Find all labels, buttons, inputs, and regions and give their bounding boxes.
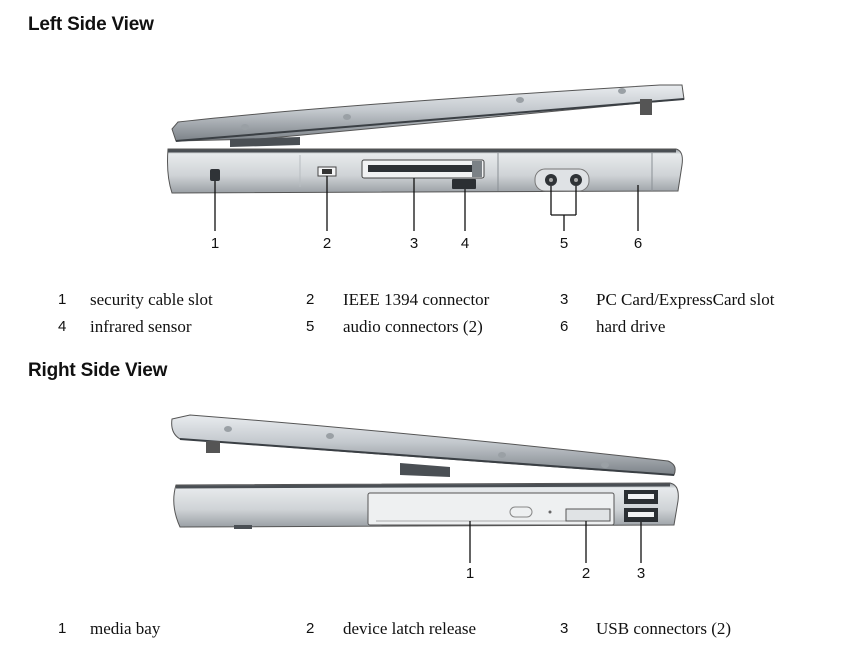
- legend-num: 4: [58, 318, 67, 335]
- laptop-lid: [171, 84, 685, 147]
- legend-label: infrared sensor: [90, 317, 192, 336]
- legend-num: 3: [560, 620, 569, 637]
- callout-numbers: 1 2 3: [466, 565, 645, 582]
- left-legend-row-1: 1 security cable slot 2 IEEE 1394 connec…: [0, 290, 842, 312]
- callout-5: 5: [560, 235, 568, 252]
- legend-label: USB connectors (2): [596, 619, 732, 638]
- right-legend-row-1: 1 media bay 2 device latch release 3 USB…: [0, 619, 842, 641]
- callout-1: 1: [211, 235, 219, 252]
- media-bay-shape: [367, 492, 615, 526]
- callout-3: 3: [637, 565, 645, 582]
- legend-label: IEEE 1394 connector: [343, 290, 490, 309]
- legend-num: 2: [306, 620, 315, 637]
- laptop-lid: [171, 414, 676, 477]
- lid-latch: [640, 99, 652, 115]
- legend-num: 2: [306, 291, 315, 308]
- callout-1: 1: [466, 565, 474, 582]
- callout-3: 3: [410, 235, 418, 252]
- callout-leaders: [469, 521, 642, 563]
- callout-4: 4: [461, 235, 469, 252]
- legend-label: security cable slot: [90, 290, 213, 309]
- left-legend-row-2: 4 infrared sensor 5 audio connectors (2)…: [0, 317, 842, 339]
- legend-label: audio connectors (2): [343, 317, 483, 336]
- usb-ports-shape: [624, 490, 658, 522]
- legend-label: media bay: [90, 619, 161, 638]
- ir-sensor-shape: [452, 179, 476, 189]
- legend-num: 1: [58, 291, 67, 308]
- hinge: [230, 137, 300, 147]
- right-side-view-title: Right Side View: [28, 360, 168, 381]
- legend-label: device latch release: [343, 619, 477, 638]
- latch-release-shape: [565, 508, 611, 522]
- laptop-base: [167, 148, 683, 194]
- callout-numbers: 1 2 3 4 5 6: [211, 235, 642, 252]
- callout-6: 6: [634, 235, 642, 252]
- callout-2: 2: [323, 235, 331, 252]
- callout-2: 2: [582, 565, 590, 582]
- legend-num: 1: [58, 620, 67, 637]
- legend-num: 3: [560, 291, 569, 308]
- security-slot-shape: [210, 169, 220, 181]
- callout-leaders: [214, 176, 639, 231]
- lid-latch: [206, 441, 220, 453]
- legend-label: hard drive: [596, 317, 666, 336]
- left-side-view-title: Left Side View: [28, 14, 154, 35]
- left-side-laptop-illustration: 1 2 3 4 5 6: [167, 84, 685, 252]
- legend-num: 5: [306, 318, 315, 335]
- legend-num: 6: [560, 318, 569, 335]
- legend-label: PC Card/ExpressCard slot: [596, 290, 775, 309]
- laptop-base: [173, 482, 679, 529]
- right-side-laptop-illustration: 1 2 3: [171, 414, 679, 582]
- hinge: [400, 463, 450, 477]
